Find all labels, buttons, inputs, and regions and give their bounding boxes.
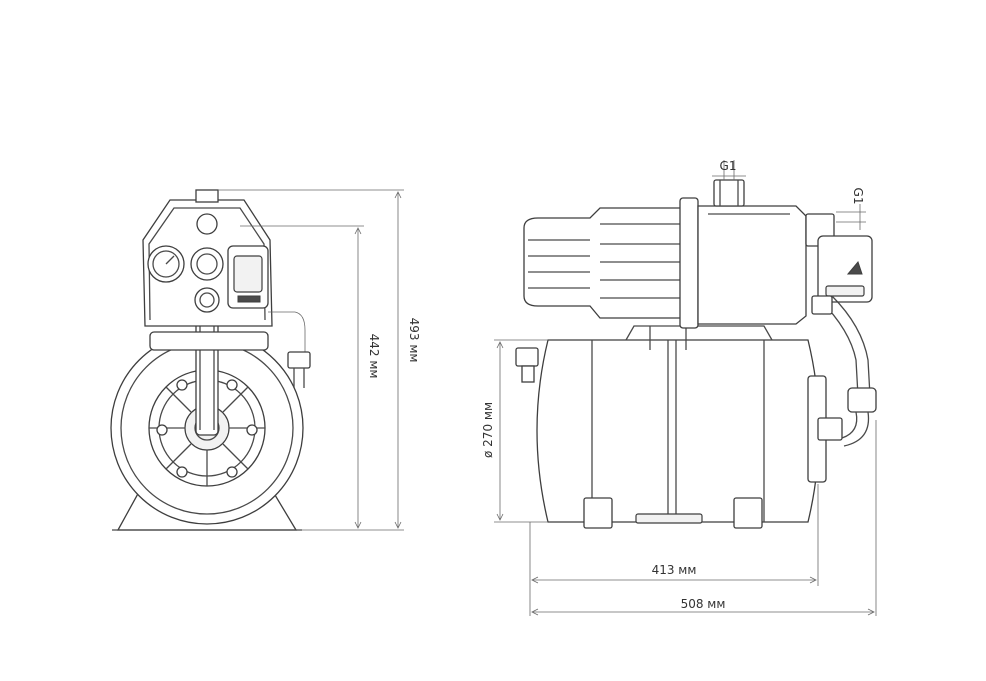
dim-label-413: 413 мм bbox=[652, 563, 697, 577]
dim-label-270: ø 270 мм bbox=[481, 402, 495, 458]
dim-label-g1-outlet: G1 bbox=[720, 159, 737, 173]
side-dimensions bbox=[494, 160, 877, 616]
front-power-cable bbox=[268, 311, 306, 362]
front-view bbox=[110, 189, 311, 531]
side-tank-foot-right bbox=[733, 497, 763, 529]
side-motor-fins bbox=[528, 223, 684, 299]
dim-label-g1-inlet: G1 bbox=[851, 188, 865, 205]
side-pump-body bbox=[697, 205, 807, 325]
dim-label-493: 493 мм bbox=[407, 318, 421, 363]
side-view bbox=[515, 179, 877, 529]
front-logo-disk bbox=[190, 247, 224, 281]
side-tank bbox=[536, 339, 820, 523]
front-dimensions bbox=[218, 189, 404, 531]
side-tank-logo bbox=[635, 513, 703, 524]
side-outlet-nozzle bbox=[713, 179, 745, 207]
dim-label-508: 508 мм bbox=[681, 597, 726, 611]
side-tank-foot-left bbox=[583, 497, 613, 529]
dim-label-442: 442 мм bbox=[367, 334, 381, 379]
front-flange-bolts bbox=[156, 379, 258, 478]
